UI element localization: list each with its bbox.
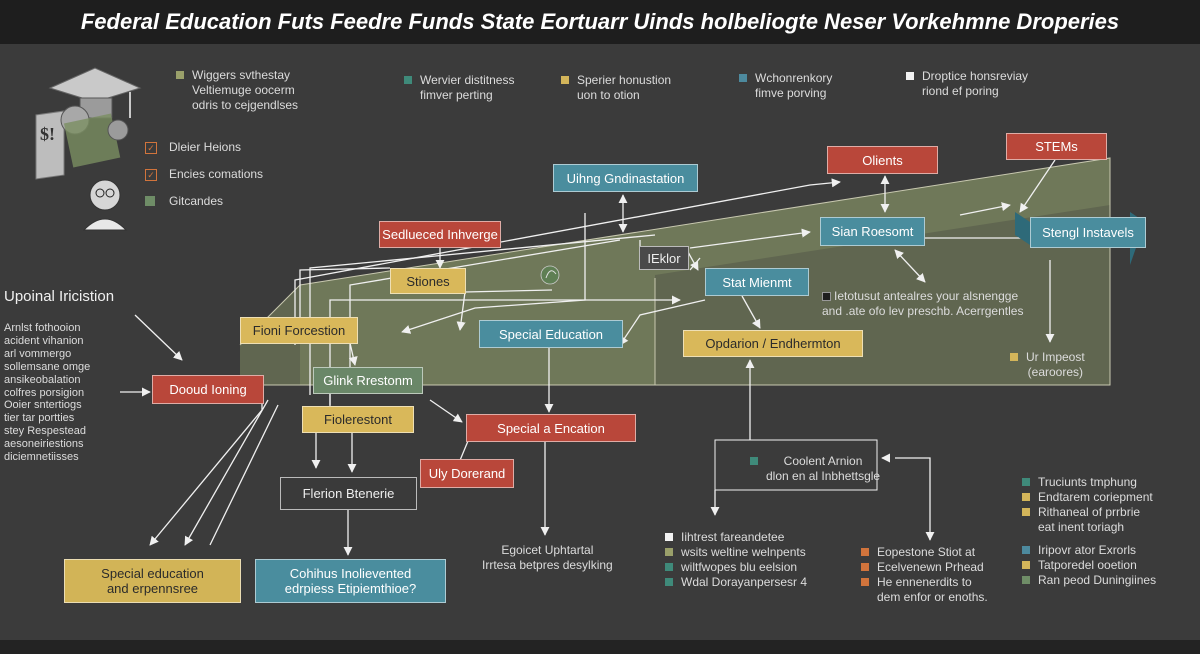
list-item: Iripovr ator Exrorls bbox=[1022, 543, 1156, 558]
box-sedlueced-inhverge: Sedlueced Inhverge bbox=[379, 221, 501, 248]
bottom-list-3: Truciunts tmphung Endtarem coriepment Ri… bbox=[1022, 475, 1156, 588]
box-flerion-btenerie: Flerion Btenerie bbox=[280, 477, 417, 510]
note-bullet bbox=[750, 457, 758, 465]
side-legend-item-2: ✓ Encies comations bbox=[145, 167, 263, 182]
stat-note: Ietotusut antealres your alsnengge and .… bbox=[822, 289, 1024, 318]
bottom-list-2: Eopestone Stiot at Ecelvenewn Prhead He … bbox=[861, 545, 988, 605]
title-bar bbox=[0, 0, 1200, 44]
list-item: Eopestone Stiot at bbox=[861, 545, 988, 560]
box-sian-roesomt: Sian Roesomt bbox=[820, 217, 925, 246]
bottom-list-1: Iihtrest fareandetee wsits weltine welnp… bbox=[665, 530, 807, 590]
legend-swatch bbox=[561, 76, 569, 84]
box-stengl-instavels: Stengl Instavels bbox=[1030, 217, 1146, 248]
box-glink-rrestonm: Glink Rrestonm bbox=[313, 367, 423, 394]
box-uihng-gndinastation: Uihng Gndinastation bbox=[553, 164, 698, 192]
list-item: Ecelvenewn Prhead bbox=[861, 560, 988, 575]
box-cohihus: Cohihus Inolievented edrpiess Etipiemthi… bbox=[255, 559, 446, 603]
page-title: Federal Education Futs Feedre Funds Stat… bbox=[80, 9, 1120, 34]
legend-item-2: Wervier distitness fimver perting bbox=[404, 73, 514, 103]
list-item: Ran peod Duningiines bbox=[1022, 573, 1156, 588]
box-stiones: Stiones bbox=[390, 268, 466, 294]
legend-item-5: Droptice honsreviay riond ef poring bbox=[906, 69, 1028, 99]
list-item: Endtarem coriepment bbox=[1022, 490, 1156, 505]
legend-item-3: Sperier honustion uon to otion bbox=[561, 73, 671, 103]
funnel-shape bbox=[239, 157, 1111, 386]
list-item: wiltfwopes blu eelsion bbox=[665, 560, 807, 575]
box-special-education: Special Education bbox=[479, 320, 623, 348]
list-item: Rithaneal of prrbrie bbox=[1022, 505, 1156, 520]
legend-swatch bbox=[145, 196, 155, 206]
list-item: Wdal Dorayanpersesr 4 bbox=[665, 575, 807, 590]
box-dooud-ioning: Dooud Ioning bbox=[152, 375, 264, 404]
egoicet-note: Egoicet Uphtartal Irrtesa betpres desylk… bbox=[482, 543, 613, 572]
side-legend-item-3: Gitcandes bbox=[145, 194, 223, 209]
legend-swatch bbox=[404, 76, 412, 84]
box-fiolerestont: Fiolerestont bbox=[302, 406, 414, 433]
list-item: dem enfor or enoths. bbox=[877, 590, 988, 604]
box-ieklor: IEklor bbox=[639, 246, 689, 270]
legend-swatch bbox=[906, 72, 914, 80]
box-olients: Olients bbox=[827, 146, 938, 174]
side-legend-item-1: ✓ Dleier Heions bbox=[145, 140, 241, 155]
connector-frame bbox=[714, 439, 878, 491]
check-icon: ✓ bbox=[145, 142, 157, 154]
legend-item-4: Wchonrenkory fimve porving bbox=[739, 71, 832, 101]
list-item: wsits weltine welnpents bbox=[665, 545, 807, 560]
box-uly-dorerand: Uly Dorerand bbox=[420, 459, 514, 488]
box-fioni-forcestion: Fioni Forcestion bbox=[240, 317, 358, 344]
person-illustration: $! bbox=[35, 67, 142, 231]
legend-swatch bbox=[739, 74, 747, 82]
list-item: Truciunts tmphung bbox=[1022, 475, 1156, 490]
note-bullet bbox=[822, 292, 831, 301]
box-stems: STEMs bbox=[1006, 133, 1107, 160]
box-special-education-bottom: Special education and erpennsree bbox=[64, 559, 241, 603]
list-item: Iihtrest fareandetee bbox=[665, 530, 807, 545]
legend-swatch bbox=[176, 71, 184, 79]
box-stat-mienmt: Stat Mienmt bbox=[705, 268, 809, 296]
list-item: Tatporedel ooetion bbox=[1022, 558, 1156, 573]
left-title: Upoinal Iricistion bbox=[4, 288, 115, 305]
note-bullet bbox=[1010, 353, 1018, 361]
coolent-note: Coolent Arnion dlon en al Inbhettsgle bbox=[750, 454, 880, 484]
list-item: He ennenerdits to bbox=[861, 575, 988, 590]
list-item: eat inent toriagh bbox=[1038, 520, 1125, 534]
check-icon: ✓ bbox=[145, 169, 157, 181]
box-opdarion-endhermton: Opdarion / Endhermton bbox=[683, 330, 863, 357]
svg-text:$!: $! bbox=[40, 124, 55, 144]
box-special-a-encation: Special a Encation bbox=[466, 414, 636, 442]
bottom-bar bbox=[0, 640, 1200, 654]
impact-note: Ur Impeost (earoores) bbox=[1010, 350, 1085, 380]
leaf-icon bbox=[540, 265, 560, 285]
legend-item-1: Wiggers svthestay Veltiemuge oocerm odri… bbox=[176, 68, 298, 113]
